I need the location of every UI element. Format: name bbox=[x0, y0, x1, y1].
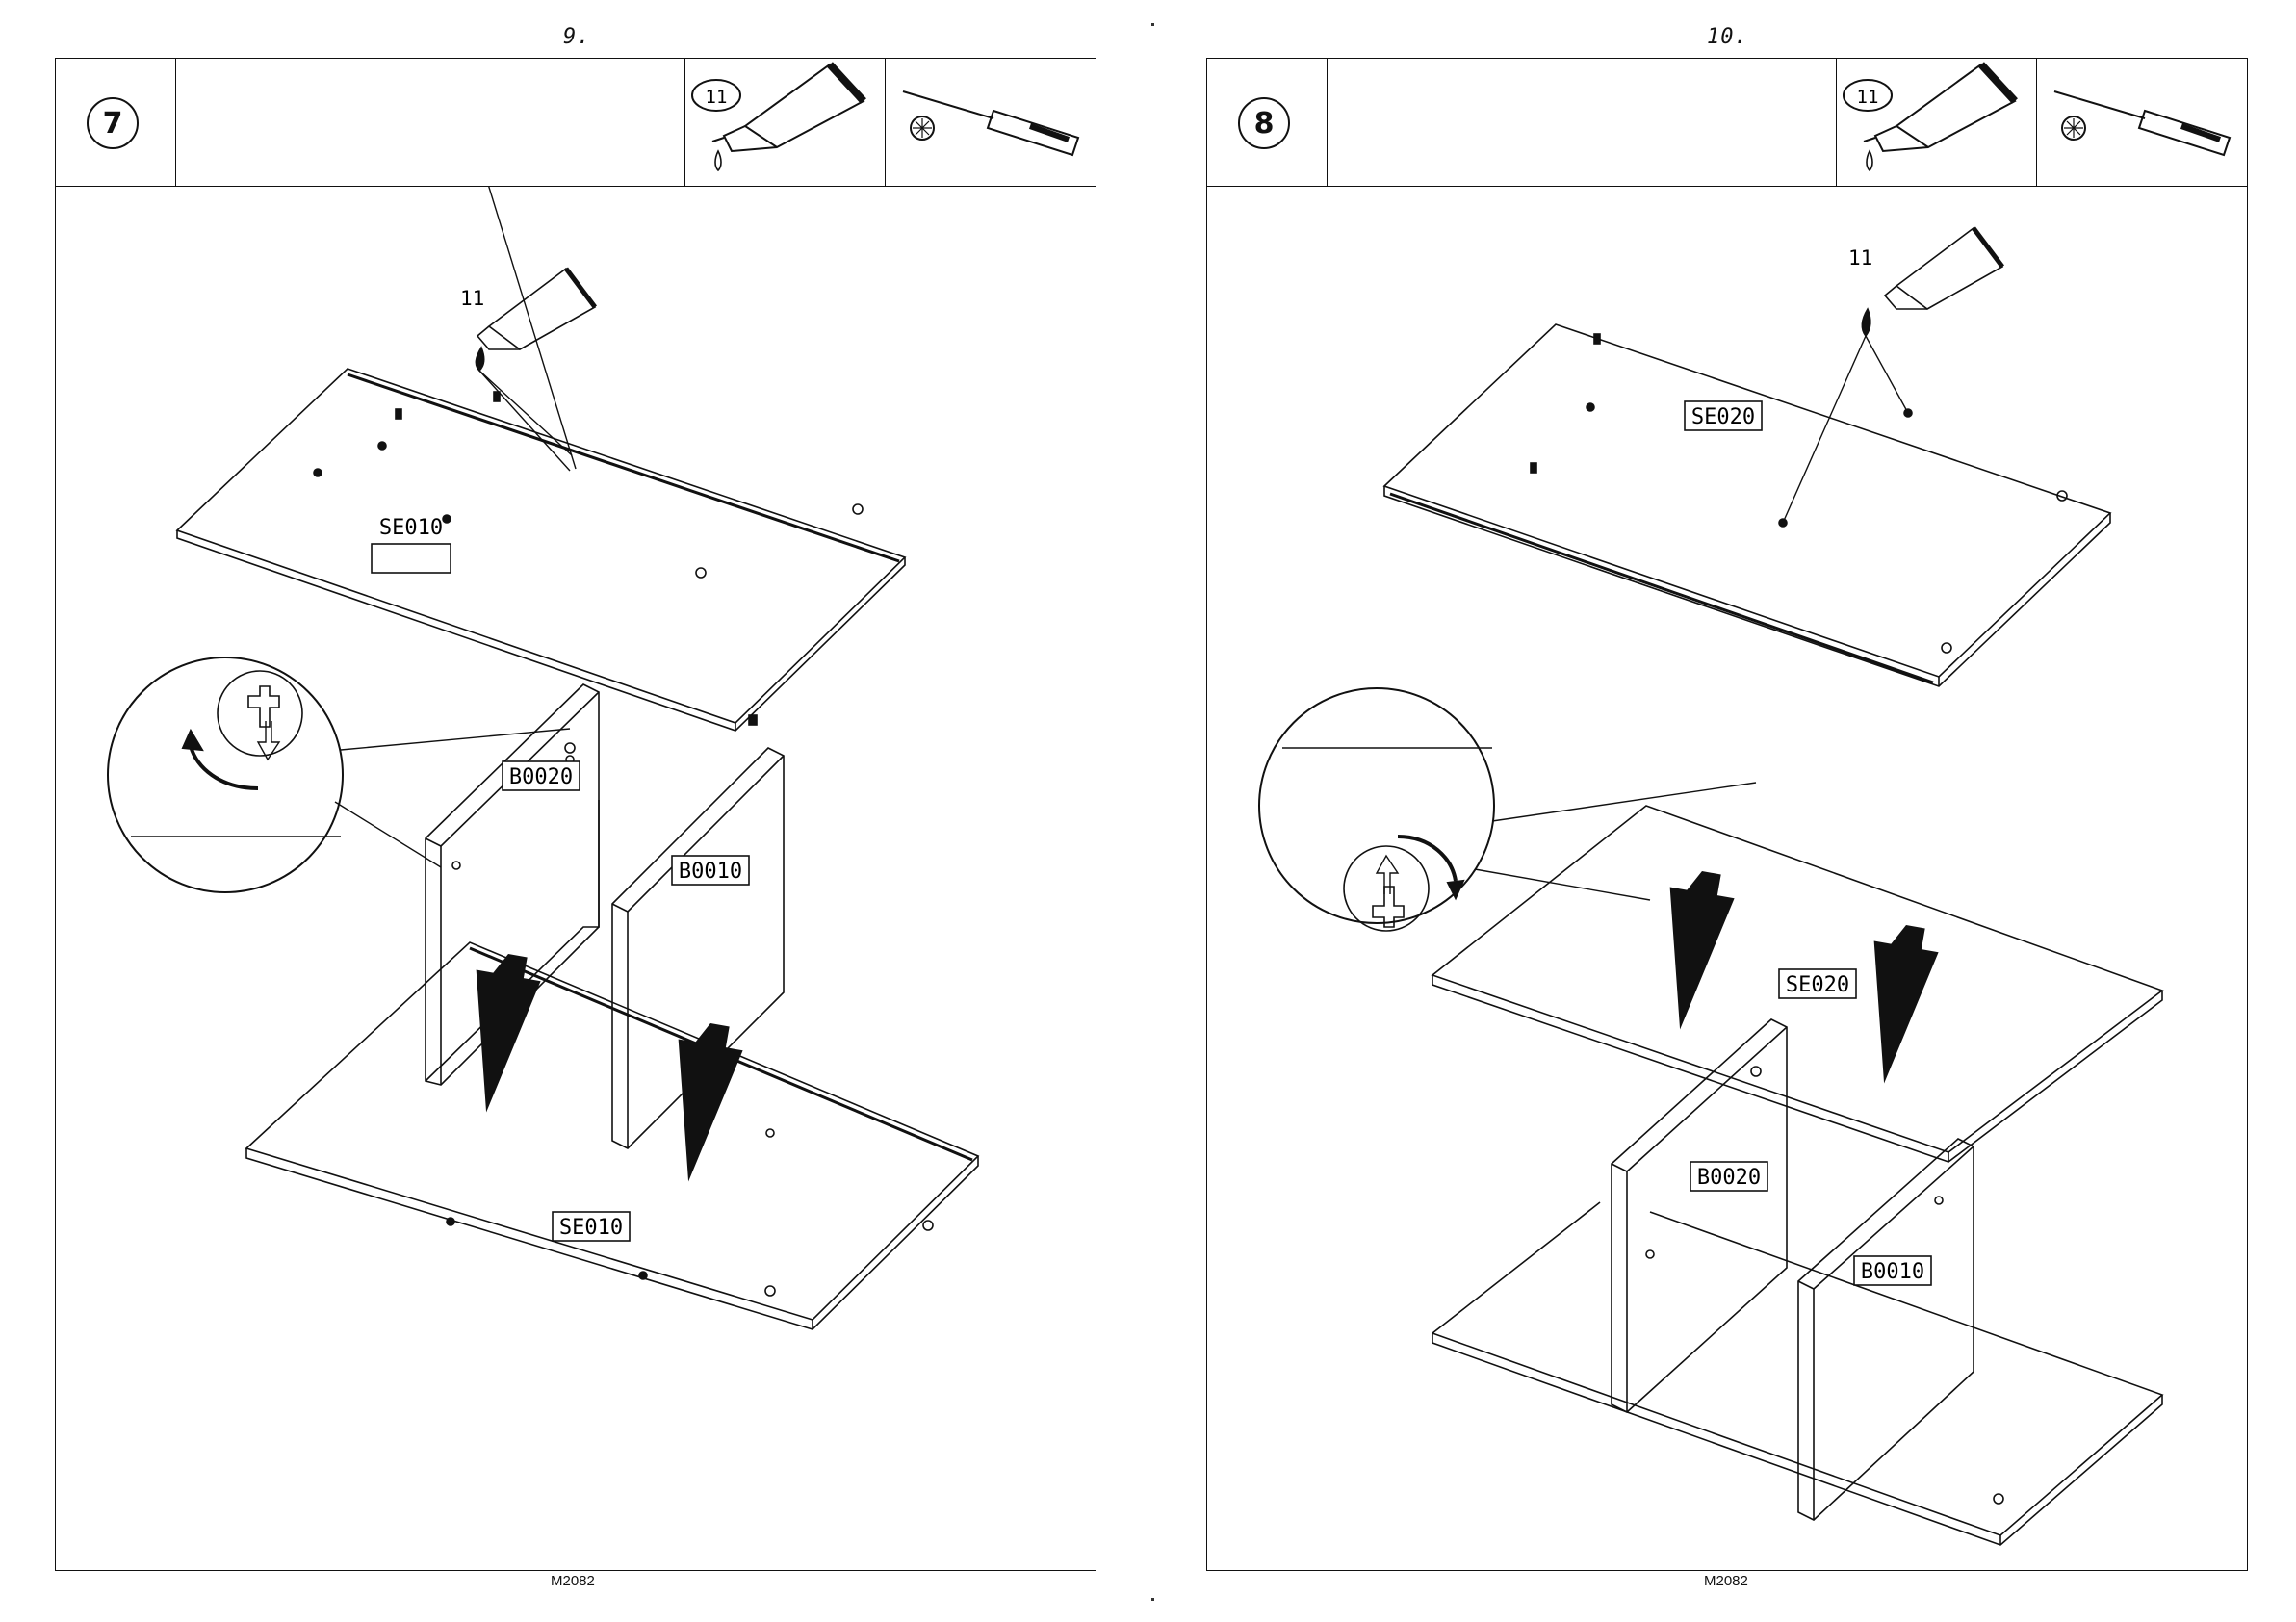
bottom-panel bbox=[1432, 1202, 2162, 1545]
side-panel bbox=[1612, 1019, 1787, 1412]
divider-panel bbox=[1798, 1139, 1974, 1520]
step-number-cell: 8 bbox=[1207, 59, 1328, 186]
part-label-b0010: B0010 bbox=[679, 860, 742, 884]
glue-point-label: 11 bbox=[460, 287, 484, 310]
step-number: 8 bbox=[1238, 97, 1290, 149]
down-arrow-icon bbox=[1646, 866, 1739, 1035]
assembly-illustration: 11 SE020 SE020 bbox=[1207, 186, 2249, 1570]
spine-mark bbox=[1151, 23, 1154, 26]
glue-quantity: 11 bbox=[706, 87, 728, 108]
step-number-cell: 7 bbox=[56, 59, 176, 186]
spine-mark bbox=[1151, 1598, 1154, 1601]
glue-point-label: 11 bbox=[1848, 246, 1872, 270]
screwdriver-icon bbox=[2037, 59, 2249, 186]
step-header: 7 11 bbox=[56, 59, 1096, 187]
page-number-left: 9. bbox=[563, 25, 591, 49]
glue-tool-cell: 11 bbox=[685, 59, 886, 186]
glue-tube-icon: 11 bbox=[685, 59, 886, 186]
screwdriver-tool-cell bbox=[886, 59, 1097, 186]
assembly-illustration: 11 SE010 B0020 B0010 bbox=[56, 186, 1097, 1570]
glue-tube-icon: 11 bbox=[1837, 59, 2037, 186]
part-label-se010-top: SE010 bbox=[379, 516, 443, 540]
part-label-se010-bottom: SE010 bbox=[559, 1216, 623, 1240]
model-code-left: M2082 bbox=[551, 1573, 595, 1589]
step-description-cell bbox=[176, 59, 685, 186]
top-panel bbox=[177, 369, 905, 731]
step-number: 7 bbox=[87, 97, 139, 149]
top-panel bbox=[1384, 324, 2110, 686]
instruction-sheet-right: 8 11 bbox=[1206, 58, 2248, 1571]
part-label-se020-upper: SE020 bbox=[1786, 973, 1849, 997]
step-description-cell bbox=[1328, 59, 1837, 186]
down-arrow-icon bbox=[1850, 920, 1943, 1089]
screwdriver-tool-cell bbox=[2037, 59, 2249, 186]
page-number-right: 10. bbox=[1707, 25, 1748, 49]
glue-quantity: 11 bbox=[1857, 87, 1879, 108]
glue-tool-cell: 11 bbox=[1837, 59, 2037, 186]
part-label-b0020: B0020 bbox=[509, 765, 573, 789]
cam-lock-detail bbox=[108, 657, 570, 892]
model-code-right: M2082 bbox=[1704, 1573, 1748, 1589]
glue-tube-icon bbox=[476, 269, 595, 371]
glue-tube-icon bbox=[1862, 228, 2002, 336]
part-label-se020-top: SE020 bbox=[1691, 405, 1755, 429]
part-label-b0020: B0020 bbox=[1697, 1166, 1761, 1190]
part-label-b0010: B0010 bbox=[1861, 1260, 1924, 1284]
step-header: 8 11 bbox=[1207, 59, 2247, 187]
instruction-sheet-left: 7 11 bbox=[55, 58, 1096, 1571]
screwdriver-icon bbox=[886, 59, 1097, 186]
